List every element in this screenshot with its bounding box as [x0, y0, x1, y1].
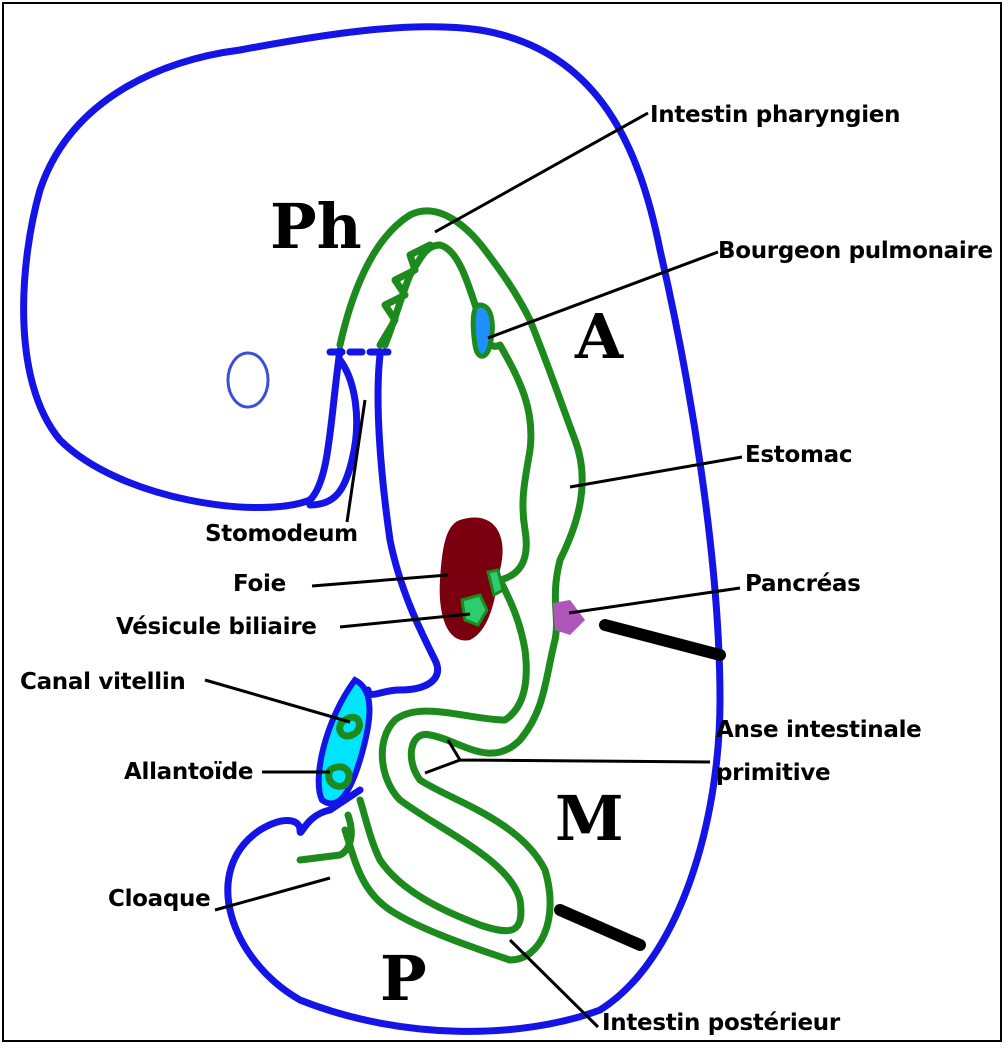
- region-label-pharyngeal: Ph: [270, 190, 362, 263]
- label-cloaque: Cloaque: [108, 886, 210, 912]
- label-estomac: Estomac: [745, 442, 852, 468]
- lung-bud: [473, 305, 492, 356]
- label-allantoide: Allantoïde: [124, 759, 253, 785]
- label-vesicule-biliaire: Vésicule biliaire: [116, 614, 317, 640]
- leader-canal-vitellin: [205, 680, 350, 722]
- region-label-middle: M: [555, 782, 624, 855]
- embryo-body-outline: [24, 27, 720, 1032]
- leader-foie: [312, 575, 448, 586]
- label-intestin-pharyngien: Intestin pharyngien: [650, 102, 900, 128]
- label-anse-intestinale-line2: primitive: [716, 760, 830, 786]
- leader-estomac: [570, 457, 742, 487]
- label-pancreas: Pancréas: [745, 571, 861, 597]
- midgut-hindgut-boundary: [560, 910, 640, 945]
- label-canal-vitellin: Canal vitellin: [20, 669, 185, 695]
- label-intestin-posterieur: Intestin postérieur: [602, 1010, 841, 1036]
- label-anse-intestinale-line1: Anse intestinale: [716, 717, 921, 743]
- ventral-body-wall: [368, 355, 438, 694]
- label-foie: Foie: [233, 571, 286, 597]
- label-bourgeon-pulmonaire: Bourgeon pulmonaire: [718, 238, 993, 264]
- foregut-midgut-boundary: [605, 625, 720, 655]
- region-label-posterior: P: [380, 942, 427, 1015]
- leader-intestin-pharyngien: [435, 113, 648, 232]
- region-label-anterior: A: [574, 300, 624, 373]
- pancreas: [553, 600, 585, 635]
- leader-cloaque: [215, 878, 330, 910]
- label-stomodeum: Stomodeum: [205, 521, 358, 547]
- eye-placode: [228, 353, 268, 407]
- leader-intestin-posterieur: [510, 940, 598, 1027]
